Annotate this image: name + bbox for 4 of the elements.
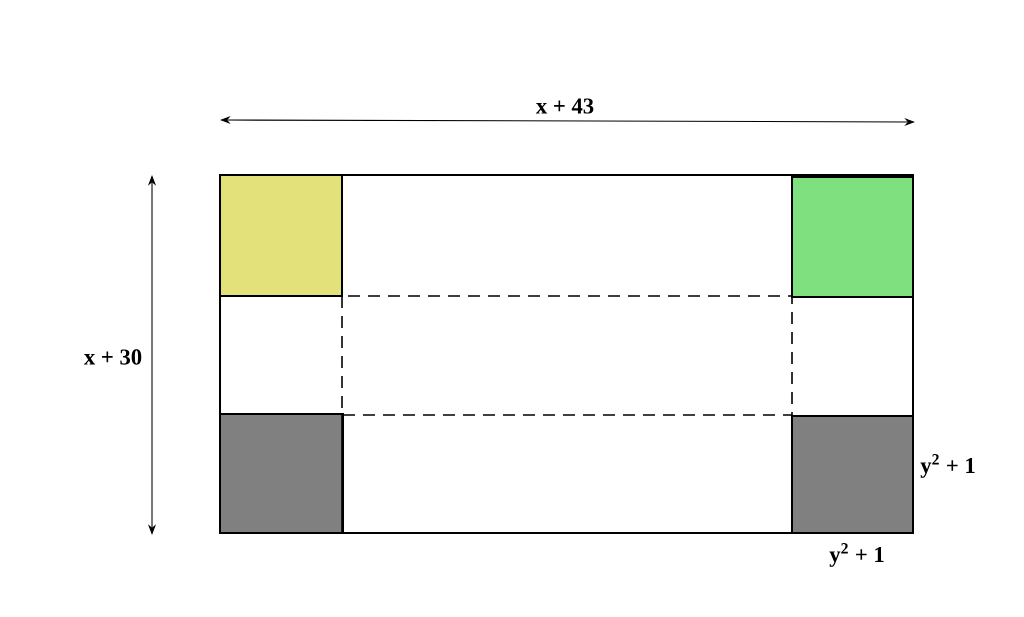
dimension-label: y$^{2}$ + 1 bbox=[827, 541, 887, 569]
dimension-label: y$^{2}$ + 1 bbox=[918, 452, 978, 480]
dimension-label: x + 30 bbox=[82, 348, 144, 366]
dimension-label: x + 43 bbox=[534, 97, 596, 115]
